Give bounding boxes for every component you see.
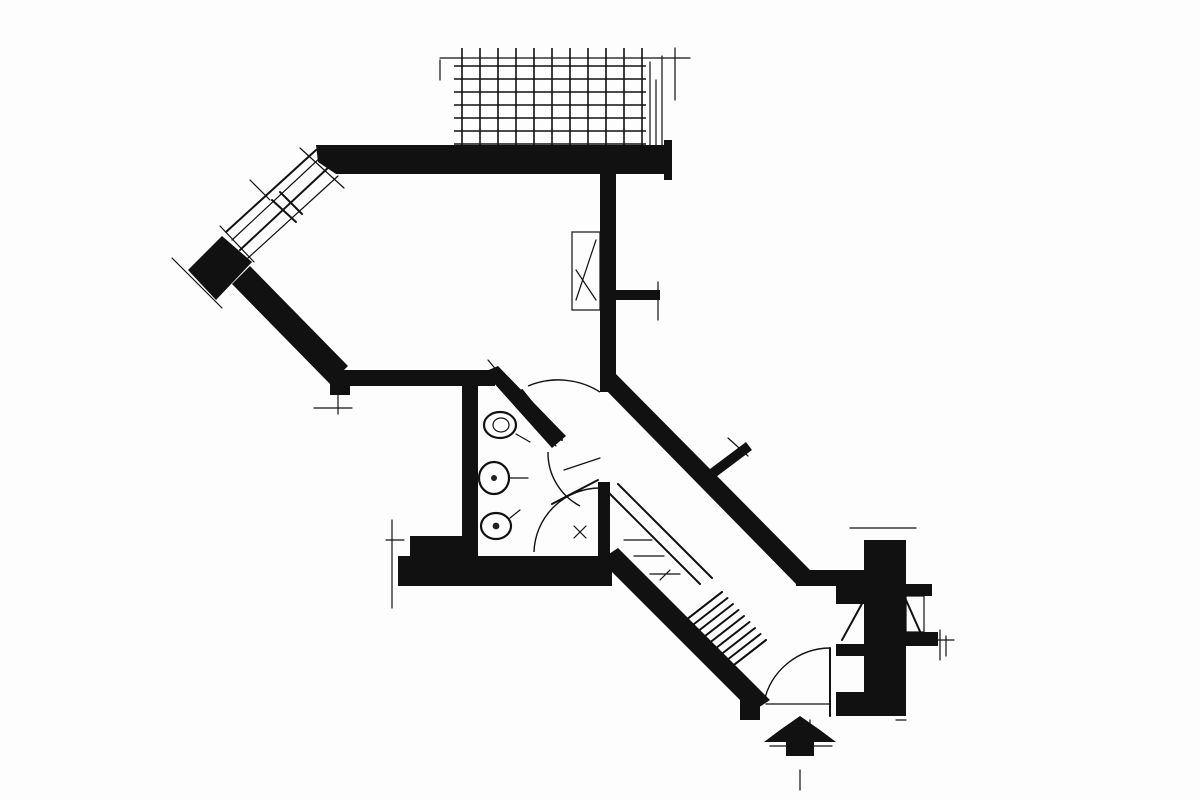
stair-tread (729, 639, 767, 669)
wardrobe-panel (571, 231, 659, 321)
service-block-details (841, 527, 955, 721)
door-washroom (533, 487, 601, 553)
door-toilet (547, 451, 601, 507)
counter-strip (605, 483, 713, 585)
toilet-fixture-1 (482, 410, 531, 443)
stair-tread (701, 609, 740, 639)
terrace-trellis (439, 47, 691, 151)
stair-tread (718, 627, 756, 657)
stair-flight (685, 591, 767, 669)
entrance-canopy-icon (764, 716, 836, 756)
door-corridor-north (515, 379, 601, 447)
wall-outline (188, 140, 938, 720)
toilet-fixture-2 (477, 460, 529, 496)
stair-tread (690, 597, 729, 627)
toilet-fixture-3 (479, 509, 521, 541)
stair-tread (696, 603, 734, 633)
window-northwest (171, 147, 345, 309)
door-entrance (763, 647, 831, 717)
stair-tread (707, 615, 745, 645)
stair-tread (712, 621, 751, 651)
stair-tread (685, 591, 723, 621)
stair-tread (723, 633, 762, 663)
